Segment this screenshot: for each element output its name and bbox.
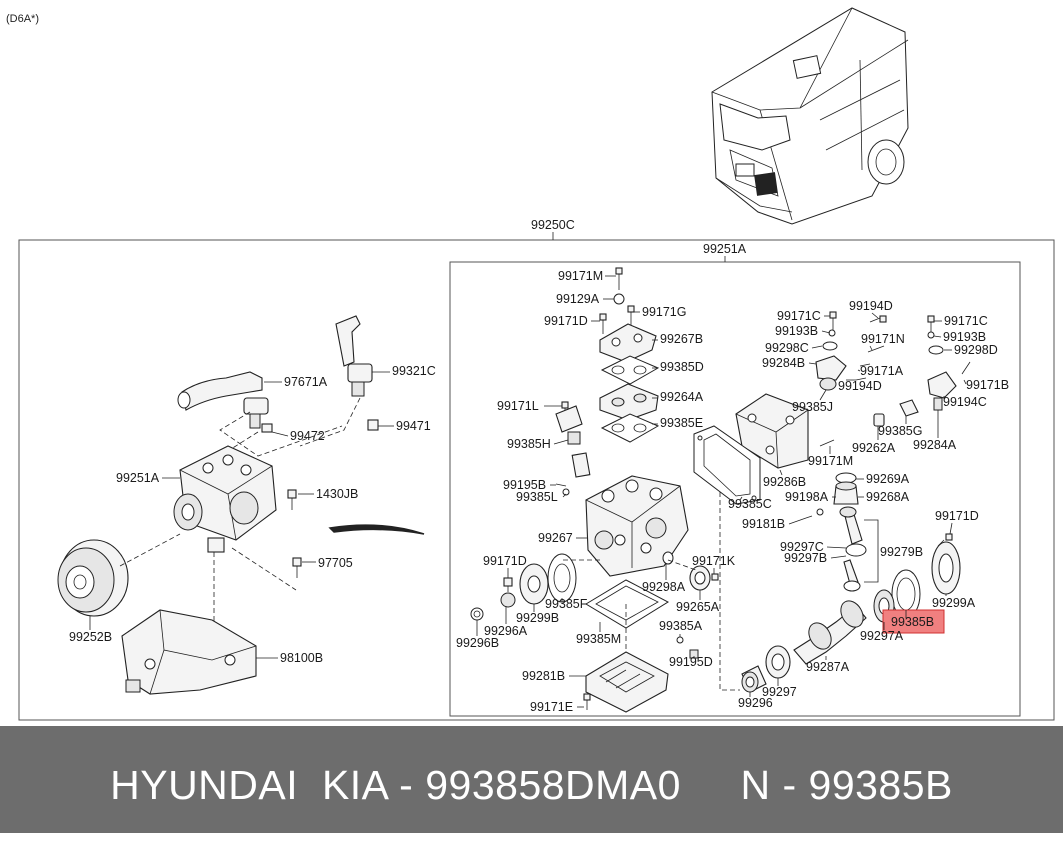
callout-99171L: 99171L [497, 399, 539, 413]
callout-99171G: 99171G [642, 305, 686, 319]
callout-99281B: 99281B [522, 669, 565, 683]
callout-99385C: 99385C [728, 497, 772, 511]
callout-99296B: 99296B [456, 636, 499, 650]
callout-99269A: 99269A [866, 472, 910, 486]
callout-99129A: 99129A [556, 292, 600, 306]
footer-separator-1: - [399, 762, 414, 808]
bus-illustration [711, 7, 909, 225]
footer-make: KIA [321, 762, 388, 808]
callout-99267: 99267 [538, 531, 573, 545]
header-code: (D6A*) [6, 13, 39, 25]
callout-99297A: 99297A [860, 629, 904, 643]
callout-1430JB: 1430JB [316, 487, 358, 501]
callout-99171D-b: 99171D [483, 554, 527, 568]
highlight-99385B [882, 609, 945, 634]
footer-n-prefix: N [740, 762, 771, 808]
callout-99296A: 99296A [484, 624, 528, 638]
footer-part-number: 993858DMA0 [425, 762, 681, 808]
callout-99297: 99297 [762, 685, 797, 699]
callout-99471: 99471 [396, 419, 431, 433]
callout-99171A: 99171A [860, 364, 904, 378]
callout-99252B: 99252B [69, 630, 112, 644]
exploded-head-and-block [470, 267, 740, 713]
callout-99171C-a: 99171C [777, 309, 821, 323]
callout-99297C: 99297C [780, 540, 824, 554]
callout-99171E: 99171E [530, 700, 573, 714]
callout-99298D: 99298D [954, 343, 998, 357]
subassembly-box [449, 261, 1021, 717]
callout-99279B: 99279B [880, 545, 923, 559]
callout-99181B: 99181B [742, 517, 785, 531]
callout-99297B: 99297B [784, 551, 827, 565]
callout-99171M-b: 99171M [808, 454, 853, 468]
callout-99385L: 99385L [516, 490, 558, 504]
footer-band [0, 726, 1063, 833]
callout-99194D-b: 99194D [838, 379, 882, 393]
callout-99171D-a: 99171D [544, 314, 588, 328]
assembled-compressor [57, 315, 379, 695]
assembly-box [18, 239, 1055, 721]
callout-99299B: 99299B [516, 611, 559, 625]
callout-99193B-b: 99193B [943, 330, 986, 344]
callout-99171B: 99171B [966, 378, 1009, 392]
callout-99286B: 99286B [763, 475, 806, 489]
callout-99193B-a: 99193B [775, 324, 818, 338]
callout-99171N: 99171N [861, 332, 905, 346]
callout-99284A: 99284A [913, 438, 957, 452]
assembly-box-label: 99250C [531, 218, 575, 232]
footer-part-info: HYUNDAI KIA - 993858DMA0 N - 99385B [0, 726, 1063, 833]
callout-99298A: 99298A [642, 580, 686, 594]
callout-97705: 97705 [318, 556, 353, 570]
callout-99171K: 99171K [692, 554, 736, 568]
callout-99171M: 99171M [558, 269, 603, 283]
callout-99194D-a: 99194D [849, 299, 893, 313]
callout-99194C: 99194C [943, 395, 987, 409]
callout-99385J: 99385J [792, 400, 833, 414]
footer-brand: HYUNDAI [110, 762, 299, 808]
callout-99195D: 99195D [669, 655, 713, 669]
callout-99385A: 99385A [659, 619, 703, 633]
callout-99265A: 99265A [676, 600, 720, 614]
callout-99385M: 99385M [576, 632, 621, 646]
footer-n-code: 99385B [808, 762, 953, 808]
callout-99299A: 99299A [932, 596, 976, 610]
callout-99264A: 99264A [660, 390, 704, 404]
callout-99267B: 99267B [660, 332, 703, 346]
callout-99268A: 99268A [866, 490, 910, 504]
callout-98100B: 98100B [280, 651, 323, 665]
callout-99251A-left: 99251A [116, 471, 160, 485]
callout-99171C-b: 99171C [944, 314, 988, 328]
callouts: 97671A 99321C 99472 99471 99251A 1430JB … [69, 269, 1009, 714]
callout-99385E: 99385E [660, 416, 703, 430]
callout-99284B: 99284B [762, 356, 805, 370]
exploded-drive-side [693, 311, 971, 693]
callout-99385B: 99385B [891, 615, 934, 629]
callout-99385F: 99385F [545, 597, 588, 611]
callout-99198A: 99198A [785, 490, 829, 504]
callout-99287A: 99287A [806, 660, 850, 674]
subassembly-box-label: 99251A [703, 242, 747, 256]
callout-99296: 99296 [738, 696, 773, 710]
callout-99321C: 99321C [392, 364, 436, 378]
footer-separator-2: - [782, 762, 797, 808]
callout-99262A: 99262A [852, 441, 896, 455]
callout-99195B: 99195B [503, 478, 546, 492]
callout-99298C: 99298C [765, 341, 809, 355]
callout-97671A: 97671A [284, 375, 328, 389]
callout-99385D: 99385D [660, 360, 704, 374]
callout-99385H: 99385H [507, 437, 551, 451]
callout-99171D-c: 99171D [935, 509, 979, 523]
callout-99472: 99472 [290, 429, 325, 443]
callout-99385G: 99385G [878, 424, 922, 438]
